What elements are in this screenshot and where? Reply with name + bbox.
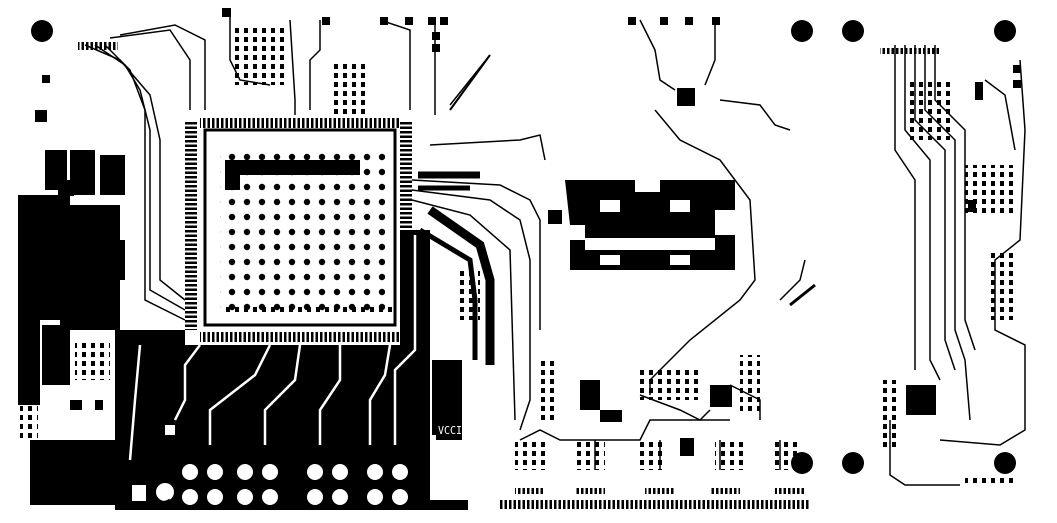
qfn-ic (58, 180, 74, 196)
top-pads (222, 8, 1021, 88)
mounting-hole (842, 452, 864, 474)
pin-header (645, 488, 675, 494)
qfn-ics (58, 88, 936, 456)
mounting-hole (842, 20, 864, 42)
ground-pour-bottom (115, 230, 468, 510)
pin-header (965, 478, 1015, 486)
qfn-ic (680, 438, 694, 456)
pin-header (575, 488, 605, 494)
mounting-hole (791, 20, 813, 42)
mounting-hole (994, 20, 1016, 42)
qfn-ic (580, 380, 600, 410)
qfn-ic (906, 385, 936, 415)
silk-label: VCCIO (438, 424, 468, 437)
pin-header (880, 48, 940, 54)
qfn-ic (600, 410, 622, 422)
pin-header (78, 42, 118, 50)
mounting-hole (31, 20, 53, 42)
mounting-hole (994, 452, 1016, 474)
pin-headers (78, 42, 1015, 509)
qfn-ic (710, 385, 732, 407)
smd-parts (20, 25, 1015, 495)
pin-header (498, 500, 810, 509)
qfn-ic (677, 88, 695, 106)
vccio-block: VCCIO (432, 360, 468, 440)
pin-header (710, 488, 740, 494)
fpga-bga (185, 118, 412, 342)
dc-dc-converter (548, 180, 735, 270)
pin-header (775, 488, 805, 494)
pin-header (515, 488, 545, 494)
qfn-ic (58, 265, 74, 281)
